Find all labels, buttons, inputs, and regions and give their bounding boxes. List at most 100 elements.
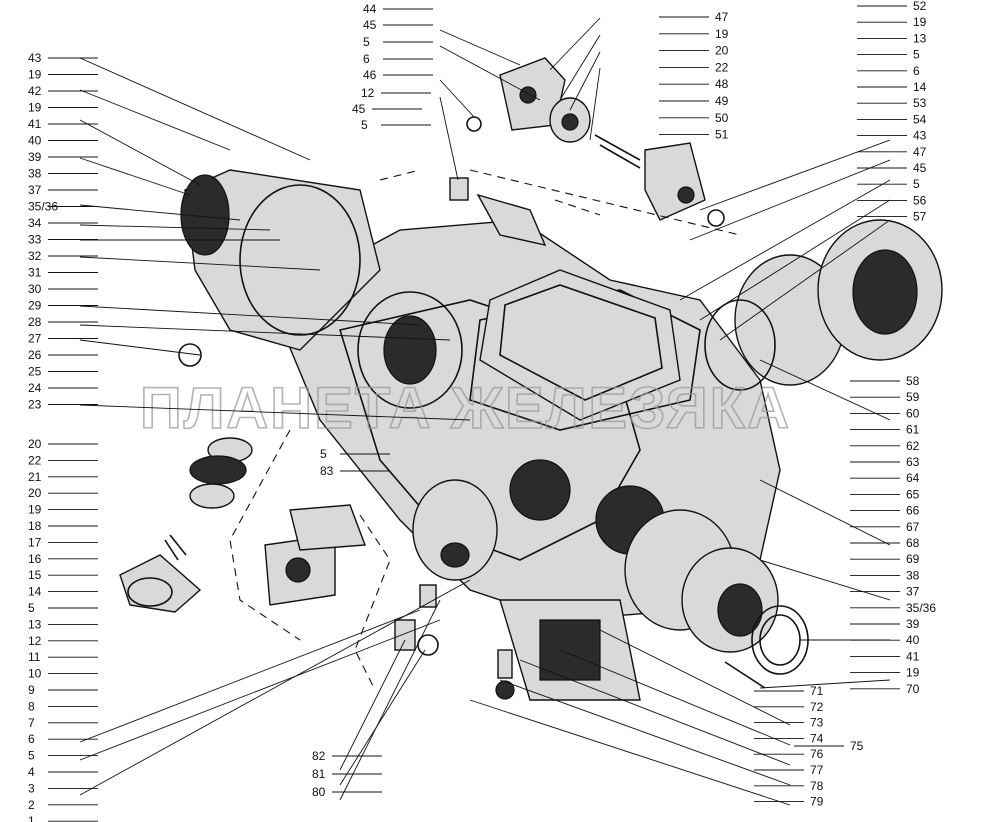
- leader-line: [499, 679, 791, 786]
- top-cover: [479, 269, 681, 421]
- callout-2: 2: [28, 798, 35, 812]
- callout-49: 49: [715, 94, 729, 108]
- callout-45: 45: [363, 18, 377, 32]
- leader-line: [439, 29, 521, 66]
- leader-line: [79, 404, 471, 421]
- guide-line-middle: [354, 514, 391, 691]
- callout-83: 83: [320, 464, 334, 478]
- callout-43: 43: [913, 129, 927, 143]
- callout-5: 5: [913, 48, 920, 62]
- callout-42: 42: [28, 84, 42, 98]
- callout-14: 14: [28, 585, 42, 599]
- callout-4: 4: [28, 765, 35, 779]
- leader-line: [559, 34, 601, 101]
- callout-13: 13: [28, 617, 42, 631]
- callout-78: 78: [810, 779, 824, 793]
- callout-1: 1: [28, 814, 35, 822]
- leader-line: [439, 79, 476, 119]
- leader-line: [759, 479, 891, 546]
- callout-35-36: 35/36: [906, 601, 936, 615]
- callout-24: 24: [28, 381, 42, 395]
- leader-line: [339, 649, 426, 786]
- callout-63: 63: [906, 455, 920, 469]
- leader-line: [339, 639, 406, 771]
- left-hub-assembly: [180, 169, 463, 409]
- callout-45: 45: [913, 161, 927, 175]
- callout-77: 77: [810, 763, 824, 777]
- callout-40: 40: [906, 633, 920, 647]
- callout-3: 3: [28, 781, 35, 795]
- leader-line: [439, 96, 459, 181]
- callout-68: 68: [906, 536, 920, 550]
- callout-13: 13: [913, 31, 927, 45]
- leader-line: [599, 629, 791, 726]
- leader-line: [339, 599, 441, 801]
- callout-21: 21: [28, 470, 42, 484]
- callout-40: 40: [28, 134, 42, 148]
- callout-65: 65: [906, 487, 920, 501]
- callout-59: 59: [906, 390, 920, 404]
- leader-line: [549, 17, 601, 71]
- leader-line: [79, 324, 451, 341]
- callout-26: 26: [28, 348, 42, 362]
- leader-line: [589, 67, 601, 141]
- callout-22: 22: [28, 453, 42, 467]
- callout-80: 80: [312, 785, 326, 799]
- callout-10: 10: [28, 667, 42, 681]
- leader-line: [79, 57, 311, 161]
- top-valve-parts: [449, 57, 725, 246]
- callout-53: 53: [913, 96, 927, 110]
- leader-line: [79, 224, 271, 231]
- leader-line: [759, 559, 891, 601]
- leader-line: [79, 579, 471, 796]
- callout-19: 19: [913, 15, 927, 29]
- callout-74: 74: [810, 731, 824, 745]
- bottom-fittings: [178, 343, 515, 700]
- callout-6: 6: [28, 732, 35, 746]
- lower-left-valve-parts: [119, 437, 366, 613]
- leader-layer: [48, 5, 907, 822]
- callout-33: 33: [28, 233, 42, 247]
- callout-7: 7: [28, 716, 35, 730]
- callout-16: 16: [28, 552, 42, 566]
- right-hub-assembly: [704, 219, 943, 391]
- lower-right-carrier: [624, 509, 809, 689]
- callout-70: 70: [906, 682, 920, 696]
- guide-line-left: [229, 429, 301, 641]
- callout-46: 46: [363, 68, 377, 82]
- callout-72: 72: [810, 700, 824, 714]
- callout-19: 19: [906, 666, 920, 680]
- callout-37: 37: [906, 585, 920, 599]
- leader-line: [519, 659, 791, 766]
- callout-19: 19: [715, 27, 729, 41]
- callout-layer: 43194219414039383735/3634333231302928272…: [28, 0, 936, 822]
- callout-34: 34: [28, 216, 42, 230]
- callout-32: 32: [28, 249, 42, 263]
- callout-39: 39: [906, 617, 920, 631]
- callout-9: 9: [28, 683, 35, 697]
- callout-23: 23: [28, 398, 42, 412]
- leader-line: [79, 619, 441, 761]
- callout-35-36: 35/36: [28, 200, 58, 214]
- callout-31: 31: [28, 266, 42, 280]
- callout-54: 54: [913, 112, 927, 126]
- callout-39: 39: [28, 150, 42, 164]
- callout-38: 38: [906, 568, 920, 582]
- leader-line: [79, 157, 191, 196]
- callout-82: 82: [312, 749, 326, 763]
- callout-41: 41: [28, 117, 42, 131]
- callout-47: 47: [715, 10, 729, 24]
- callout-15: 15: [28, 568, 42, 582]
- callout-66: 66: [906, 504, 920, 518]
- callout-20: 20: [715, 44, 729, 58]
- leader-line: [759, 359, 891, 421]
- leader-line: [679, 179, 891, 301]
- callout-28: 28: [28, 315, 42, 329]
- callout-5: 5: [361, 118, 368, 132]
- callout-52: 52: [913, 0, 927, 13]
- leader-line: [79, 89, 231, 151]
- front-flange: [412, 479, 498, 581]
- callout-8: 8: [28, 699, 35, 713]
- callout-27: 27: [28, 332, 42, 346]
- callout-79: 79: [810, 795, 824, 809]
